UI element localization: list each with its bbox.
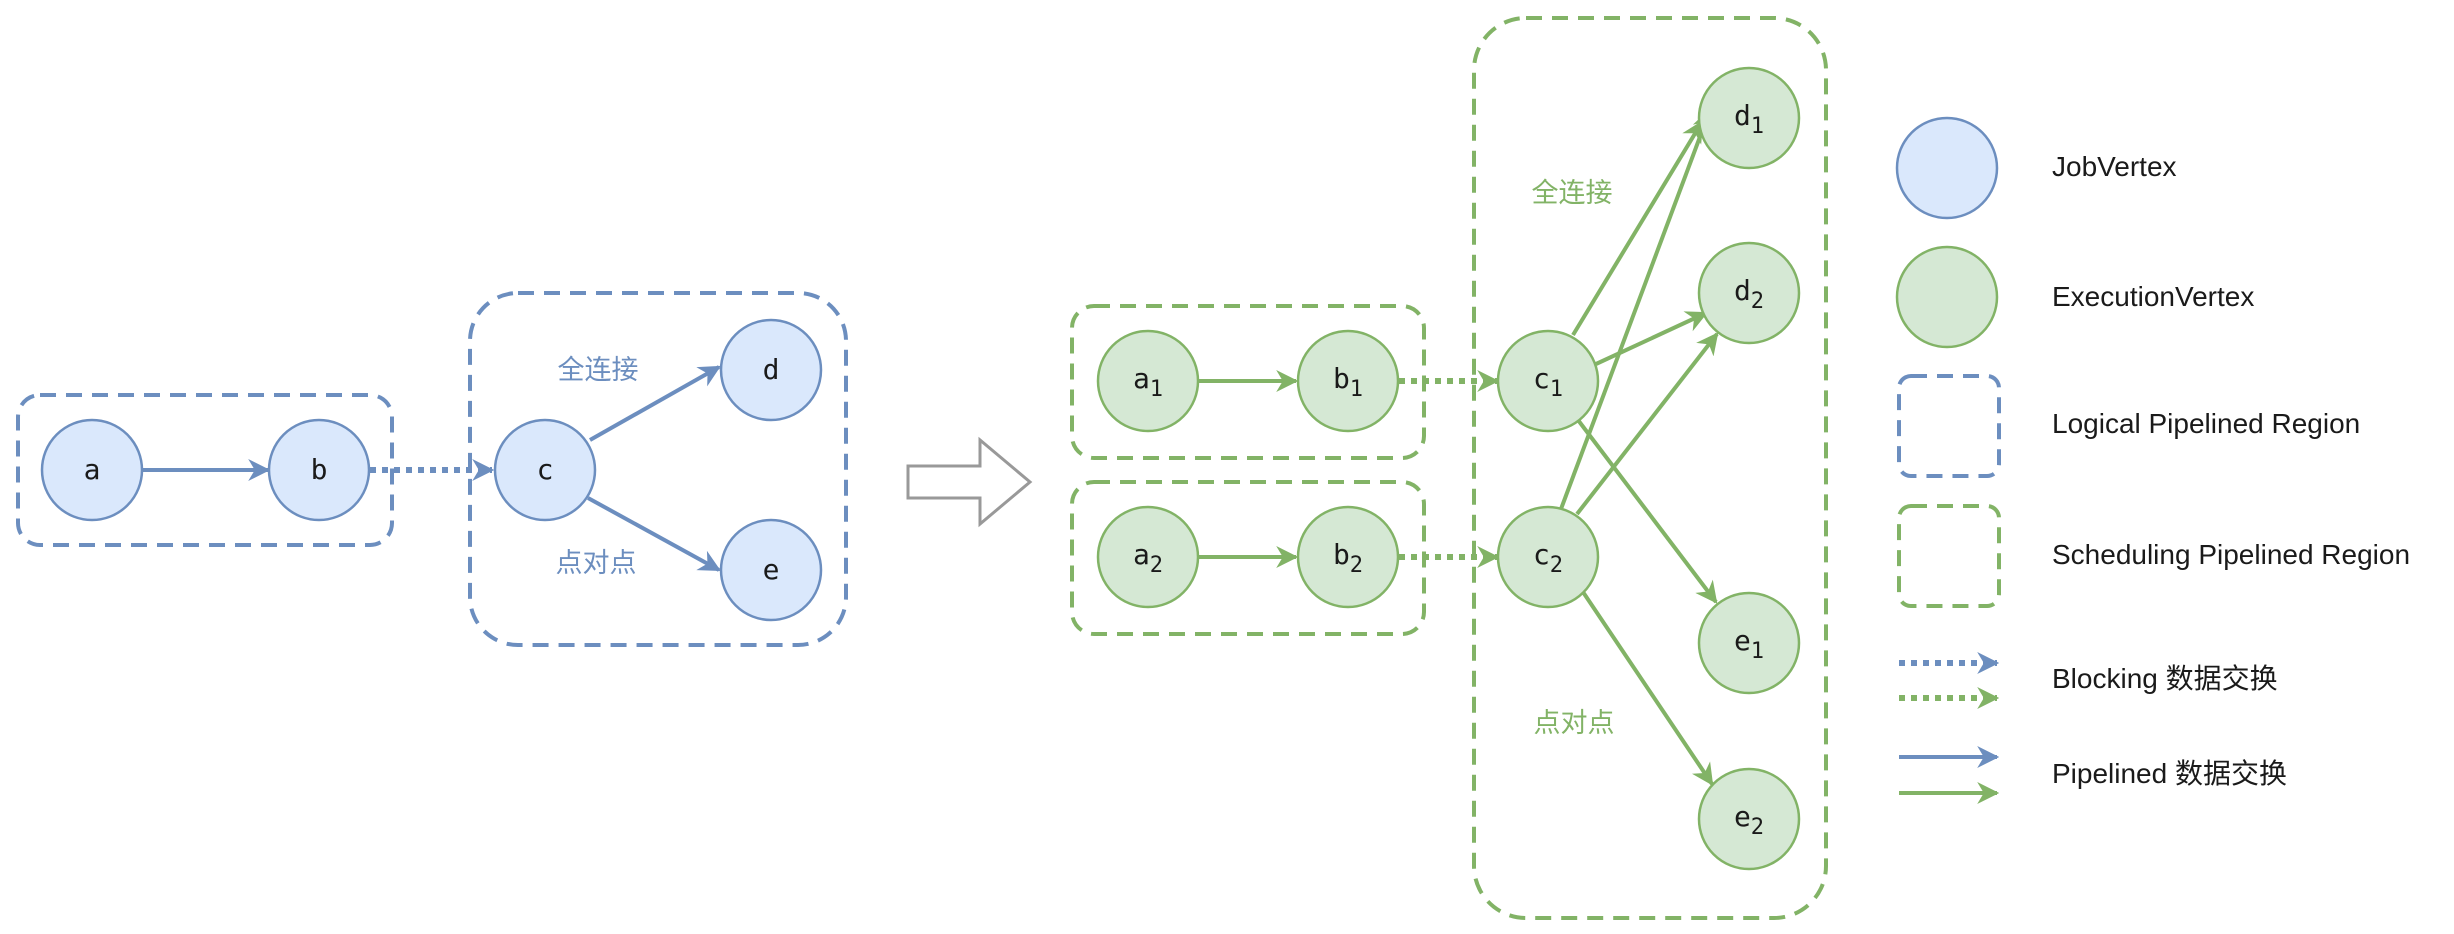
execution-graph: a1 b1 a2 b2 c1 c2 d1 d2 <box>1070 16 1828 920</box>
edge-c1-e1 <box>1576 418 1718 604</box>
job-vertex-c: c <box>493 418 597 522</box>
execution-vertex-d1: d1 <box>1697 66 1801 170</box>
a1-base: a <box>1133 362 1150 395</box>
legend-pipelined: Pipelined 数据交换 <box>1899 746 2287 804</box>
job-vertex-a: a <box>40 418 144 522</box>
legend-job-vertex-label: JobVertex <box>2052 151 2177 182</box>
edge-c1-d1 <box>1571 120 1704 337</box>
c1-base: c <box>1533 362 1550 395</box>
execution-pointwise-label: 点对点 <box>1534 708 1615 739</box>
edge-c-e <box>587 496 721 572</box>
logical-region-ab <box>16 393 394 547</box>
legend-job-vertex: JobVertex <box>1895 116 2177 220</box>
a2-sub: 2 <box>1150 553 1163 578</box>
d1-base: d <box>1734 99 1751 132</box>
edge-c-d <box>589 365 721 442</box>
edge-c1-d2 <box>1595 311 1708 366</box>
logical-all-to-all-label: 全连接 <box>558 355 639 386</box>
edge-c2-e2 <box>1581 590 1714 786</box>
b1-base: b <box>1333 362 1350 395</box>
legend-blocking: Blocking 数据交换 <box>1899 652 2278 709</box>
edge-c2-d1 <box>1559 107 1714 510</box>
logical-pointwise-label: 点对点 <box>556 548 637 579</box>
execution-vertex-e1: e1 <box>1697 591 1801 695</box>
execution-vertex-b1: b1 <box>1296 329 1400 433</box>
execution-vertex-a1: a1 <box>1096 329 1200 433</box>
execution-vertex-b2: b2 <box>1296 505 1400 609</box>
job-vertex-b-label: b <box>311 453 328 486</box>
d2-sub: 2 <box>1751 289 1764 314</box>
c1-sub: 1 <box>1550 377 1563 402</box>
e2-sub: 2 <box>1751 815 1764 840</box>
job-vertex-e-label: e <box>763 553 780 586</box>
e2-base: e <box>1734 800 1751 833</box>
svg-text:b2: b2 <box>1333 538 1363 578</box>
svg-text:e1: e1 <box>1734 624 1764 664</box>
job-vertex-d-label: d <box>763 353 780 386</box>
svg-text:e2: e2 <box>1734 800 1764 840</box>
b1-sub: 1 <box>1350 377 1363 402</box>
b2-base: b <box>1333 538 1350 571</box>
job-vertex-d: d <box>719 318 823 422</box>
legend-blocking-label: Blocking 数据交换 <box>2052 663 2278 694</box>
legend-logical-region: Logical Pipelined Region <box>1897 374 2360 478</box>
svg-text:c2: c2 <box>1533 538 1563 578</box>
job-vertex-a-label: a <box>84 453 101 486</box>
c2-sub: 2 <box>1550 553 1563 578</box>
legend-pipelined-label: Pipelined 数据交换 <box>2052 758 2287 789</box>
execution-vertex-c2: c2 <box>1496 505 1600 609</box>
transform-arrow-icon <box>906 436 1033 528</box>
legend: JobVertex ExecutionVertex Logical Pipeli… <box>1895 116 2410 804</box>
legend-scheduling-region: Scheduling Pipelined Region <box>1897 504 2410 608</box>
svg-text:c1: c1 <box>1533 362 1563 402</box>
execution-all-to-all-label: 全连接 <box>1532 178 1613 209</box>
logical-region-cde <box>468 291 848 647</box>
d2-base: d <box>1734 274 1751 307</box>
execution-vertex-c1: c1 <box>1496 329 1600 433</box>
legend-logical-region-swatch <box>1897 374 2001 478</box>
svg-text:a1: a1 <box>1133 362 1163 402</box>
legend-job-vertex-swatch <box>1895 116 1999 220</box>
execution-vertex-e2: e2 <box>1697 767 1801 871</box>
d1-sub: 1 <box>1751 114 1764 139</box>
execution-vertex-a2: a2 <box>1096 505 1200 609</box>
logical-graph: a b c d e 全连接 点对点 <box>16 291 848 647</box>
job-vertex-e: e <box>719 518 823 622</box>
a1-sub: 1 <box>1150 377 1163 402</box>
job-vertex-b: b <box>267 418 371 522</box>
legend-scheduling-region-swatch <box>1897 504 2001 608</box>
svg-text:d2: d2 <box>1734 274 1764 314</box>
svg-text:b1: b1 <box>1333 362 1363 402</box>
a2-base: a <box>1133 538 1150 571</box>
e1-base: e <box>1734 624 1751 657</box>
legend-execution-vertex: ExecutionVertex <box>1895 245 2254 349</box>
execution-vertex-d2: d2 <box>1697 241 1801 345</box>
svg-text:d1: d1 <box>1734 99 1764 139</box>
b2-sub: 2 <box>1350 553 1363 578</box>
legend-execution-vertex-label: ExecutionVertex <box>2052 281 2254 312</box>
legend-logical-region-label: Logical Pipelined Region <box>2052 408 2360 439</box>
c2-base: c <box>1533 538 1550 571</box>
job-vertex-c-label: c <box>537 453 554 486</box>
edge-c2-d2 <box>1575 332 1719 516</box>
scheduling-region-cde <box>1472 16 1828 920</box>
svg-text:a2: a2 <box>1133 538 1163 578</box>
legend-scheduling-region-label: Scheduling Pipelined Region <box>2052 539 2410 570</box>
legend-execution-vertex-swatch <box>1895 245 1999 349</box>
e1-sub: 1 <box>1751 639 1764 664</box>
